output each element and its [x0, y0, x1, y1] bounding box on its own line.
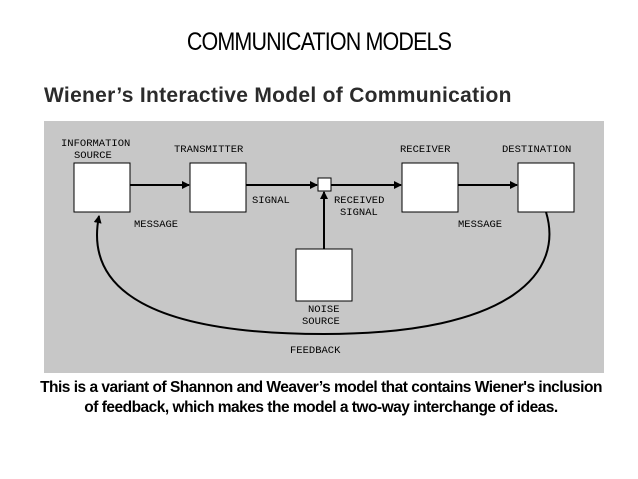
noise-source-label-1: NOISE — [308, 304, 340, 316]
received-signal-label-1: RECEIVED — [334, 195, 384, 207]
information-source-box — [73, 162, 131, 213]
transmitter-label: TRANSMITTER — [174, 144, 244, 156]
signal-label: SIGNAL — [252, 195, 290, 207]
feedback-arc — [93, 211, 551, 336]
information-source-label-2: SOURCE — [74, 150, 112, 162]
noise-source-label-2: SOURCE — [302, 316, 340, 328]
noise-source-box — [295, 248, 353, 302]
message-right-label: MESSAGE — [458, 219, 502, 231]
receiver-label: RECEIVER — [400, 144, 451, 156]
message-left-label: MESSAGE — [134, 219, 178, 231]
received-signal-label-2: SIGNAL — [340, 207, 378, 219]
receiver-box — [401, 162, 459, 213]
diagram-caption: This is a variant of Shannon and Weaver’… — [40, 379, 602, 416]
diagram-canvas: INFORMATION SOURCE TRANSMITTER RECEIVER … — [61, 138, 575, 357]
destination-box — [517, 162, 575, 213]
noise-junction-box — [317, 177, 332, 192]
feedback-label: FEEDBACK — [290, 345, 341, 357]
information-source-label-1: INFORMATION — [61, 138, 130, 150]
transmitter-box — [189, 162, 247, 213]
communication-model-diagram: INFORMATION SOURCE TRANSMITTER RECEIVER … — [44, 121, 604, 373]
page-title: COMMUNICATION MODELS — [186, 28, 452, 56]
destination-label: DESTINATION — [502, 144, 571, 156]
model-subtitle: Wiener’s Interactive Model of Communicat… — [44, 84, 512, 107]
